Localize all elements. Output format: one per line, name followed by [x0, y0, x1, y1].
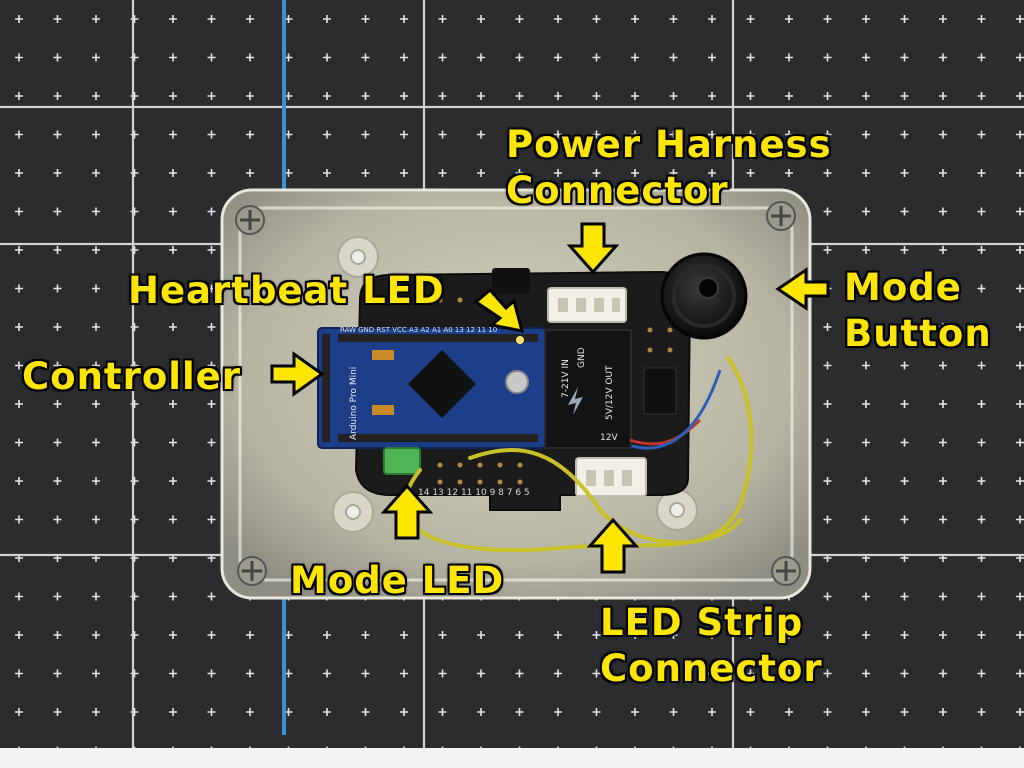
mode-button-ring — [672, 264, 736, 328]
arduino-reset-button — [505, 370, 529, 394]
red-blue-wires — [629, 369, 722, 450]
perfboard-numbers: 14 13 12 11 10 9 8 7 6 5 — [418, 488, 530, 498]
mode-led-label: Mode LED — [290, 558, 504, 604]
mode-led-label-text: Mode LED — [290, 559, 505, 602]
arduino-chip — [408, 350, 476, 418]
controller-label-text: Controller — [22, 355, 241, 398]
regulator-12v-label: 12V — [600, 433, 618, 443]
top-component — [492, 268, 530, 294]
heartbeat-led-label: Heartbeat LED — [128, 268, 445, 314]
arrow-mode-button — [775, 267, 830, 311]
regulator-module — [544, 329, 632, 449]
arduino-cap-2 — [372, 405, 394, 415]
arrow-led-strip — [586, 517, 640, 574]
mode-button-label-line1: Mode — [844, 266, 962, 309]
power-harness-connector — [547, 287, 627, 323]
arduino-pins — [322, 334, 538, 442]
led-strip-label: LED Strip Connector — [600, 600, 823, 692]
power-harness-pins — [558, 298, 620, 312]
arduino-pin-labels-top: RAW GND RST VCC A3 A2 A1 A0 13 12 11 10 — [340, 326, 497, 334]
arrow-power-harness — [566, 222, 620, 275]
power-harness-label-line2: Connector — [506, 169, 729, 212]
mode-button-plunger — [697, 277, 719, 299]
arrow-heartbeat-led — [473, 287, 525, 333]
led-strip-label-line2: Connector — [600, 647, 823, 690]
regulator-logo — [568, 387, 583, 415]
heartbeat-led — [516, 336, 524, 344]
mode-button-label-line2: Button — [844, 312, 992, 355]
arduino-silkscreen: Arduino Pro Mini — [349, 367, 359, 440]
power-harness-label: Power Harness Connector — [506, 122, 832, 214]
mode-led — [383, 447, 421, 475]
enclosure-rim — [238, 206, 794, 582]
arrow-controller — [270, 351, 325, 397]
small-ic — [643, 367, 677, 415]
mode-button-label: Mode Button — [844, 265, 992, 357]
controller-label: Controller — [22, 354, 241, 400]
regulator-out-label: 5V/12V OUT — [605, 365, 615, 420]
arduino-cap-1 — [372, 350, 394, 360]
led-strip-label-line1: LED Strip — [600, 601, 804, 644]
regulator-in-label: 7-21V IN — [561, 359, 571, 398]
power-harness-label-line1: Power Harness — [506, 123, 832, 166]
mat-bottom-edge — [0, 748, 1024, 768]
annotation-arrows — [270, 222, 830, 574]
corner-screws — [235, 201, 801, 586]
led-strip-pins — [586, 470, 632, 486]
perfboard-holes — [417, 297, 673, 485]
arrow-mode-led — [380, 483, 434, 540]
regulator-gnd-label: GND — [577, 347, 587, 368]
heartbeat-led-label-text: Heartbeat LED — [128, 269, 445, 312]
standoffs — [332, 236, 698, 533]
